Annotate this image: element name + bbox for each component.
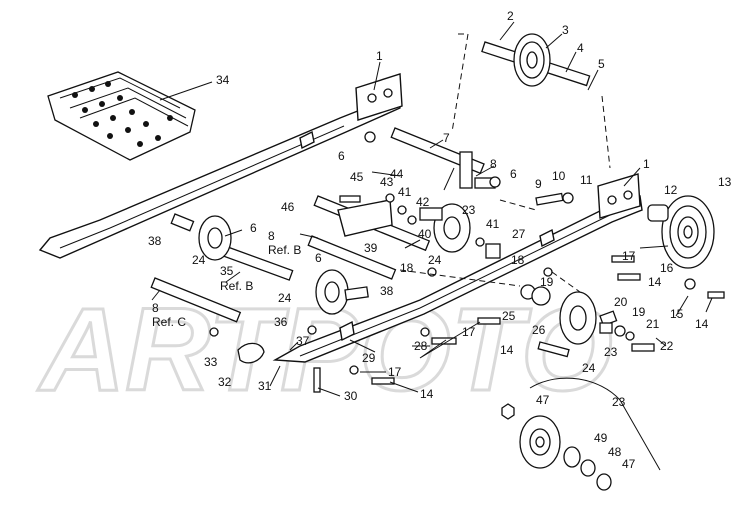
callout-19: 19 [632,305,646,319]
shaft-part-46 [313,195,431,252]
wheel-detail-assembly-part-23 [501,377,661,491]
callout-6: 6 [510,167,517,181]
callout-23: 23 [462,203,476,217]
callout-6: 6 [338,149,345,163]
callout-17: 17 [388,365,402,379]
callout-11: 11 [580,173,593,187]
callout-27: 27 [512,227,526,241]
callout-14: 14 [648,275,662,289]
callout-28: 28 [414,339,428,353]
callout-18: 18 [511,253,525,267]
callout-19: 19 [540,275,554,289]
callout-41: 41 [486,217,500,231]
callout-42: 42 [416,195,430,209]
callout-23: 23 [612,395,626,409]
callout-26: 26 [532,323,546,337]
callout-6: 6 [250,221,257,235]
callout-14: 14 [695,317,709,331]
callout-2: 2 [507,9,514,23]
callout-41: 41 [398,185,412,199]
callout-21: 21 [646,317,660,331]
callout-47: 47 [622,457,636,471]
callout-20: 20 [614,295,628,309]
hardware-fasteners [209,131,725,393]
callout-23: 23 [604,345,618,359]
callout-5: 5 [598,57,605,71]
callout-8: 8 [268,229,275,243]
callout-46: 46 [281,200,295,214]
track-clip-part-34 [47,71,196,161]
callouts: 1 1 2 3 4 5 6 6 6 6 7 8 8 8 9 10 11 12 1… [148,9,732,471]
ref-label-b: Ref. B [220,279,253,293]
callout-49: 49 [594,431,608,445]
callout-39: 39 [364,241,378,255]
rear-wheel-part-13 [647,195,715,269]
callout-25: 25 [502,309,516,323]
callout-24: 24 [582,361,596,375]
pivot-arm-part-8 [459,151,496,189]
right-rail-part-29 [272,173,643,363]
callout-34: 34 [216,73,230,87]
callout-14: 14 [500,343,514,357]
callout-33: 33 [204,355,218,369]
callout-24: 24 [278,291,292,305]
callout-32: 32 [218,375,232,389]
callout-30: 30 [344,389,358,403]
callout-38: 38 [148,234,162,248]
callout-8: 8 [152,301,159,315]
callout-12: 12 [664,183,678,197]
callout-43: 43 [380,175,394,189]
callout-17: 17 [462,325,476,339]
callout-37: 37 [296,334,310,348]
callout-22: 22 [660,339,674,353]
callout-35: 35 [220,264,234,278]
alignment-dashed-lines [399,33,611,293]
callout-16: 16 [660,261,674,275]
callout-9: 9 [535,177,542,191]
callout-44: 44 [390,167,404,181]
callout-10: 10 [552,169,566,183]
idler-wheel-part-23-upper [419,203,471,253]
callout-24: 24 [428,253,442,267]
callout-6: 6 [315,251,322,265]
callout-24: 24 [192,253,206,267]
callout-17: 17 [622,249,636,263]
idler-wheel-part-24-center [315,269,369,315]
shaft-part-8-ref-b [307,235,397,280]
bracket-part-27 [485,243,501,259]
callout-13: 13 [718,175,732,189]
callout-18: 18 [400,261,414,275]
callout-40: 40 [418,227,432,241]
callout-29: 29 [362,351,376,365]
callout-3: 3 [562,23,569,37]
ref-label-c: Ref. C [152,315,186,329]
callout-1: 1 [376,49,383,63]
rear-axle-assembly-part-4 [481,33,591,87]
callout-47: 47 [536,393,550,407]
idler-wheel-part-24-left [170,213,232,261]
callout-48: 48 [608,445,622,459]
left-rail-part-31 [38,73,403,259]
shaft-part-8-ref-c [150,277,242,323]
callout-14: 14 [420,387,434,401]
callout-31: 31 [258,379,272,393]
callout-36: 36 [274,315,288,329]
slide-bracket-part-32 [237,342,265,364]
callout-15: 15 [670,307,684,321]
callout-7: 7 [443,131,450,145]
callout-1: 1 [643,157,650,171]
leader-lines [151,21,713,397]
callout-8: 8 [490,157,497,171]
idler-wheel-part-23-lower [559,291,618,345]
callout-45: 45 [350,170,364,184]
ref-label-b: Ref. B [268,243,301,257]
callout-4: 4 [577,41,584,55]
callout-38: 38 [380,284,394,298]
